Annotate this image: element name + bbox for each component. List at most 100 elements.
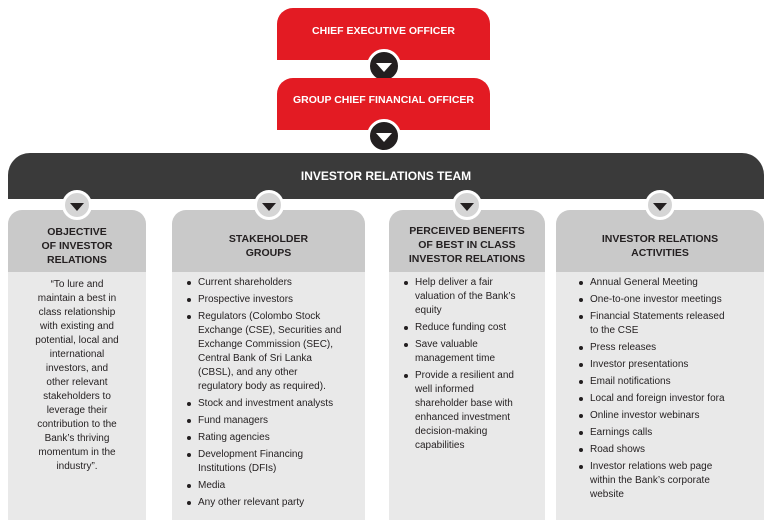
list-item: Development Financing Institutions (DFIs… — [184, 448, 357, 476]
list-item: Earnings calls — [576, 426, 756, 440]
column-title-line: ACTIVITIES — [631, 247, 689, 259]
benefits-column: PERCEIVED BENEFITS OF BEST IN CLASS INVE… — [389, 210, 545, 520]
benefits-header: PERCEIVED BENEFITS OF BEST IN CLASS INVE… — [389, 210, 545, 272]
activities-header: INVESTOR RELATIONS ACTIVITIES — [556, 210, 764, 272]
text-line: (CBSL), and any other — [198, 367, 298, 378]
text-line: momentum in the — [38, 447, 116, 458]
list-item: One-to-one investor meetings — [576, 293, 756, 307]
ir-team-bar: INVESTOR RELATIONS TEAM — [8, 153, 764, 199]
text-line: Institutions (DFIs) — [198, 463, 277, 474]
list-item: Annual General Meeting — [576, 276, 756, 290]
text-line: Fund managers — [198, 415, 269, 426]
stakeholder-list: Current shareholders Prospective investo… — [184, 276, 357, 510]
activities-list: Annual General Meeting One-to-one invest… — [576, 276, 756, 502]
text-line: “To lure and — [50, 279, 104, 290]
text-line: enhanced investment — [415, 412, 511, 423]
text-line: valuation of the Bank’s — [415, 291, 516, 302]
objective-header: OBJECTIVE OF INVESTOR RELATIONS — [8, 210, 146, 272]
list-item: Road shows — [576, 443, 756, 457]
column-title-line: STAKEHOLDER — [228, 233, 309, 245]
text-line: Reduce funding cost — [415, 322, 507, 333]
ceo-label: CHIEF EXECUTIVE OFFICER — [312, 25, 455, 37]
list-item: Rating agencies — [184, 431, 357, 445]
list-item: Online investor webinars — [576, 409, 756, 423]
text-line: well informed — [415, 384, 474, 395]
activities-body: Annual General Meeting One-to-one invest… — [556, 272, 764, 520]
list-item: Help deliver a fair valuation of the Ban… — [401, 276, 539, 318]
list-item: Save valuable management time — [401, 338, 539, 366]
arrow-down-icon — [367, 119, 401, 153]
list-item: Provide a resilient and well informed sh… — [401, 369, 539, 453]
stakeholder-column: STAKEHOLDER GROUPS Current shareholders … — [172, 210, 365, 520]
column-title-line: INVESTOR RELATIONS — [601, 233, 719, 245]
text-line: Provide a resilient and — [415, 370, 514, 381]
text-line: Email notifications — [590, 376, 671, 387]
text-line: to the CSE — [590, 325, 639, 336]
column-title-line: GROUPS — [245, 247, 292, 259]
text-line: Development Financing — [198, 449, 304, 460]
text-line: stakeholders to — [43, 391, 111, 402]
list-item: Investor presentations — [576, 358, 756, 372]
column-title-line: OF INVESTOR — [41, 240, 113, 252]
text-line: Save valuable — [415, 339, 478, 350]
list-item: Investor relations web page within the B… — [576, 460, 756, 502]
text-line: Bank’s thriving — [44, 433, 110, 444]
text-line: Online investor webinars — [590, 410, 700, 421]
text-line: Stock and investment analysts — [198, 398, 334, 409]
arrow-down-icon — [254, 190, 284, 220]
list-item: Media — [184, 479, 357, 493]
column-title-line: RELATIONS — [47, 254, 107, 266]
text-line: One-to-one investor meetings — [590, 294, 722, 305]
list-item: Current shareholders — [184, 276, 357, 290]
list-item: Press releases — [576, 341, 756, 355]
text-line: Local and foreign investor fora — [590, 393, 725, 404]
list-item: Email notifications — [576, 375, 756, 389]
text-line: with existing and — [40, 321, 114, 332]
text-line: decision-making — [415, 426, 488, 437]
objective-text: “To lure and maintain a best in class re… — [20, 278, 134, 474]
text-line: international — [49, 349, 105, 360]
text-line: website — [590, 489, 624, 500]
text-line: Rating agencies — [198, 432, 270, 443]
column-title-line: OBJECTIVE — [47, 226, 107, 238]
list-item: Local and foreign investor fora — [576, 392, 756, 406]
text-line: Regulators (Colombo Stock — [198, 311, 321, 322]
text-line: regulatory body as required). — [198, 381, 326, 392]
list-item: Fund managers — [184, 414, 357, 428]
arrow-down-icon — [645, 190, 675, 220]
text-line: equity — [415, 305, 442, 316]
column-title-line: INVESTOR RELATIONS — [408, 253, 526, 265]
text-line: industry”. — [56, 461, 98, 472]
text-line: maintain a best in — [37, 293, 117, 304]
text-line: Exchange (CSE), Securities and — [198, 325, 342, 336]
benefits-body: Help deliver a fair valuation of the Ban… — [389, 272, 545, 520]
text-line: other relevant — [46, 377, 108, 388]
objective-body: “To lure and maintain a best in class re… — [8, 272, 146, 520]
text-line: Any other relevant party — [198, 497, 305, 508]
text-line: within the Bank’s corporate — [590, 475, 710, 486]
text-line: Exchange Commission (SEC), — [198, 339, 334, 350]
column-title-line: OF BEST IN CLASS — [418, 239, 516, 251]
text-line: Press releases — [590, 342, 657, 353]
column-title-line: PERCEIVED BENEFITS — [409, 225, 525, 237]
text-line: Investor relations web page — [590, 461, 713, 472]
text-line: capabilities — [415, 440, 465, 451]
text-line: contribution to the — [37, 419, 117, 430]
text-line: Annual General Meeting — [590, 277, 698, 288]
text-line: shareholder base with — [415, 398, 513, 409]
benefits-list: Help deliver a fair valuation of the Ban… — [401, 276, 539, 453]
stakeholder-header: STAKEHOLDER GROUPS — [172, 210, 365, 272]
activities-column: INVESTOR RELATIONS ACTIVITIES Annual Gen… — [556, 210, 764, 520]
text-line: Prospective investors — [198, 294, 294, 305]
list-item: Regulators (Colombo Stock Exchange (CSE)… — [184, 310, 357, 394]
list-item: Prospective investors — [184, 293, 357, 307]
gcfo-label: GROUP CHIEF FINANCIAL OFFICER — [292, 94, 475, 106]
text-line: class relationship — [38, 307, 116, 318]
text-line: investors, and — [45, 363, 109, 374]
text-line: leverage their — [46, 405, 108, 416]
ir-team-label: INVESTOR RELATIONS TEAM — [300, 168, 472, 183]
text-line: Current shareholders — [198, 277, 292, 288]
text-line: Financial Statements released — [590, 311, 725, 322]
arrow-down-icon — [452, 190, 482, 220]
list-item: Any other relevant party — [184, 496, 357, 510]
